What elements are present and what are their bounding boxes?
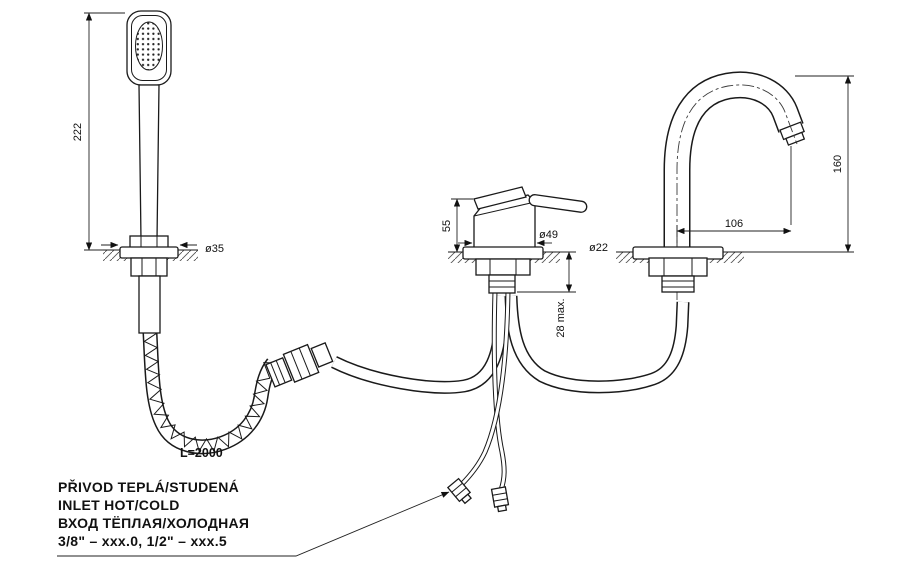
dim-label-o35: ø35 bbox=[205, 243, 224, 255]
corrugated-hose-fill bbox=[144, 332, 278, 453]
spout-centerline bbox=[676, 84, 798, 300]
dimension-o22: ø22 bbox=[589, 242, 608, 254]
connector-sleeve bbox=[265, 357, 293, 388]
spout-tube-fill bbox=[665, 72, 803, 256]
dimension-160: 160 bbox=[744, 75, 854, 253]
supply-fitting-right bbox=[490, 486, 510, 513]
hand-shower-handle bbox=[138, 84, 160, 241]
connector-tail bbox=[310, 342, 334, 368]
hand-shower-flange bbox=[119, 246, 179, 259]
hand-shower-locknut bbox=[130, 257, 168, 277]
dim-label-55: 55 bbox=[441, 220, 453, 232]
dimension-222: 222 bbox=[72, 12, 125, 251]
mixer-shank bbox=[488, 274, 516, 294]
spray-face bbox=[135, 21, 163, 71]
note-line-czech: PŘIVOD TEPLÁ/STUDENÁ bbox=[58, 478, 239, 495]
hand-shower bbox=[119, 10, 179, 334]
note-line-thread-spec: 3/8" – xxx.0, 1/2" – xxx.5 bbox=[58, 533, 227, 549]
dimension-o35: ø35 bbox=[101, 241, 224, 255]
dim-label-o49: ø49 bbox=[539, 229, 558, 241]
hand-shower-shank bbox=[138, 275, 161, 334]
mixer-cap bbox=[473, 186, 527, 210]
dim-label-222: 222 bbox=[72, 123, 84, 141]
note-line-english: INLET HOT/COLD bbox=[58, 497, 180, 513]
hose-to-mixer bbox=[331, 295, 509, 394]
spout-locknut bbox=[648, 257, 708, 277]
note-line-russian: ВХОД ТЁПЛАЯ/ХОЛОДНАЯ bbox=[58, 515, 249, 531]
dimension-o49: ø49 bbox=[458, 229, 558, 247]
dim-label-160: 160 bbox=[832, 155, 844, 173]
hose-to-spout bbox=[504, 295, 690, 394]
mixer-escutcheon bbox=[462, 246, 544, 260]
spout-shank bbox=[661, 275, 695, 293]
dim-label-28max: 28 max. bbox=[555, 298, 567, 337]
dim-label-106: 106 bbox=[725, 218, 743, 230]
dimension-28max: 28 max. bbox=[517, 251, 576, 338]
mixer-locknut bbox=[475, 258, 531, 276]
spout bbox=[632, 71, 806, 300]
hose-length-label: L=2000 bbox=[180, 446, 223, 460]
mixer-lever bbox=[528, 194, 588, 213]
dimension-55: 55 bbox=[441, 198, 473, 253]
supply-pipes bbox=[446, 290, 511, 513]
dimension-106: 106 bbox=[676, 146, 792, 246]
hose-connector bbox=[265, 342, 334, 388]
corrugated-hose-zigzag bbox=[143, 333, 280, 453]
spout-escutcheon bbox=[632, 246, 724, 260]
supply-fitting-left bbox=[446, 477, 472, 505]
mixer bbox=[462, 186, 588, 294]
shower-hose-corrugated bbox=[142, 332, 280, 455]
dim-label-o22: ø22 bbox=[589, 242, 608, 254]
note-leader-line bbox=[57, 491, 450, 557]
inlet-note-block: PŘIVOD TEPLÁ/STUDENÁ INLET HOT/COLD ВХОД… bbox=[57, 478, 450, 557]
